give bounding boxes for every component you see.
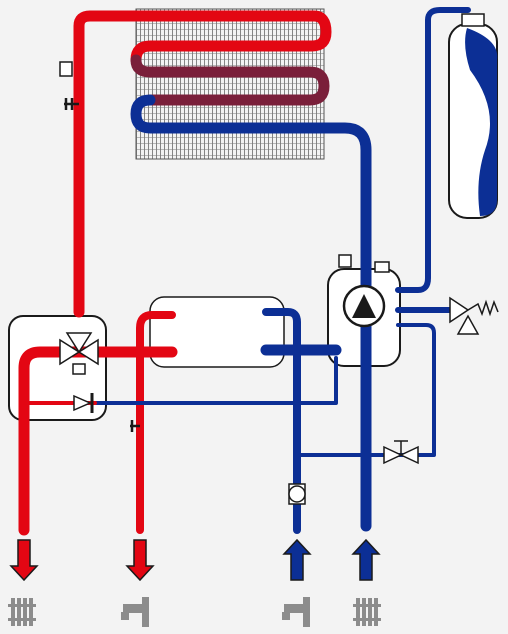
pipe-bypass: [93, 356, 338, 405]
arrow-cold-water-in: [282, 538, 312, 581]
pump-connector-left: [338, 254, 352, 268]
arrow-hot-water-out: [125, 539, 155, 582]
pipe-hot-water-out: [136, 311, 176, 534]
pipe-heating-flow: [18, 346, 85, 536]
arrow-heating-return-in: [351, 538, 381, 581]
pipe-bypass-loop: [298, 323, 436, 457]
circulation-pump: [338, 254, 390, 328]
plate-heat-exchanger: [149, 296, 285, 368]
pipes: [18, 7, 471, 536]
air-vent: [461, 13, 485, 27]
three-way-valve: [59, 332, 99, 375]
check-valve: [73, 393, 94, 413]
pipe-mixed-coil: [130, 54, 330, 106]
flow-sensor: [288, 483, 306, 505]
safety-valve: [449, 296, 499, 335]
radiator-icon: [353, 598, 381, 626]
radiator-icon: [8, 598, 36, 626]
flow-arrows: [9, 538, 381, 582]
tap-icon: [121, 597, 149, 627]
primary-heat-exchanger: [135, 8, 325, 160]
arrow-heating-flow-out: [9, 539, 39, 582]
pipe-cold-water-in: [262, 308, 301, 534]
tap-icon: [282, 597, 310, 627]
pipe-cold-coil: [130, 94, 372, 532]
expansion-vessel: [448, 13, 498, 219]
connection-icons: [8, 597, 381, 627]
pipe-vessel: [395, 7, 471, 293]
pipe-hot-coil: [73, 10, 332, 318]
temperature-sensor: [59, 61, 140, 432]
bypass-valve: [383, 440, 419, 465]
pump-connector-right: [374, 261, 390, 273]
